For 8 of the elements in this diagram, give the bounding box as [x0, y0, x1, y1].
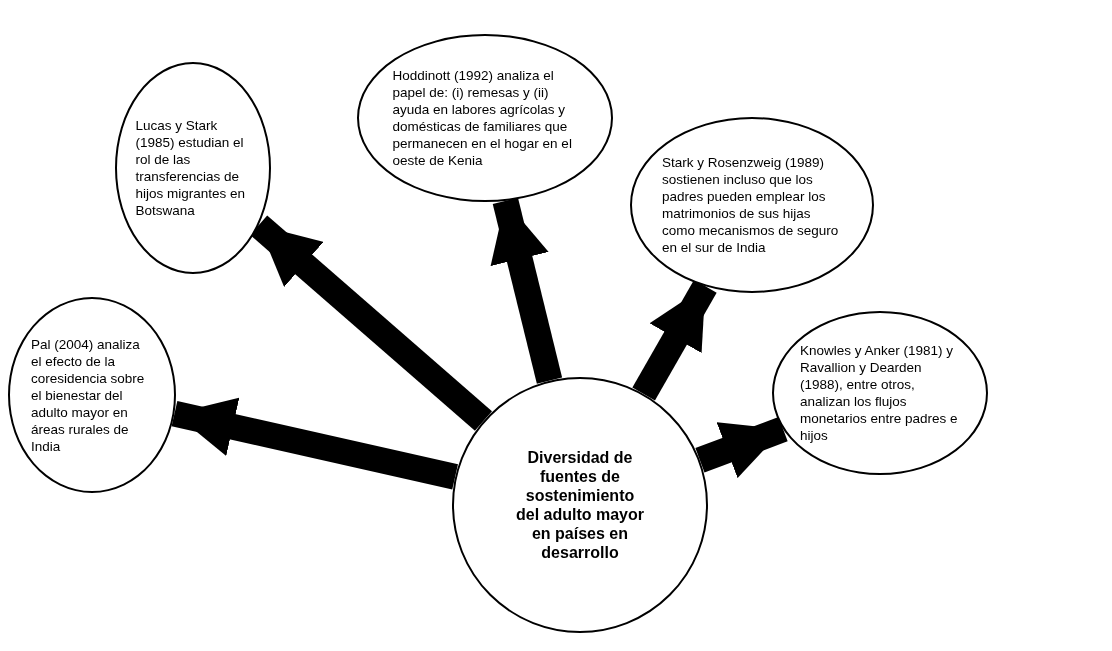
block-arrow [250, 215, 492, 431]
node-text: Stark y Rosenzweig (1989) sostienen incluso que los padres pueden emplear los matrimonios de sus hijas como mecanismos de seguro en el sur de India [662, 154, 840, 256]
node-text: Knowles y Anker (1981) y Ravallion y Dearden (1988), entre otros, analizan los flujos monetarios entre padres e hijos [800, 342, 959, 444]
node-text: Hoddinott (1992) analiza el papel de: (i) remesas y (ii) ayuda en labores agrícolas y domésticas de familiares que permanecen en el hogar en el oeste de Kenia [392, 67, 573, 169]
node-text: Lucas y Stark (1985) estudian el rol de las transferencias de hijos migrantes en Botswana [135, 117, 247, 219]
central-topic: Diversidad de fuentes de sostenimiento del adulto mayor en países en desarrollo [515, 448, 645, 562]
block-arrow [695, 417, 788, 479]
node-text: Pal (2004) analiza el efecto de la coresidencia sobre el bienestar del adulto mayor en áreas rurales de India [31, 335, 146, 455]
